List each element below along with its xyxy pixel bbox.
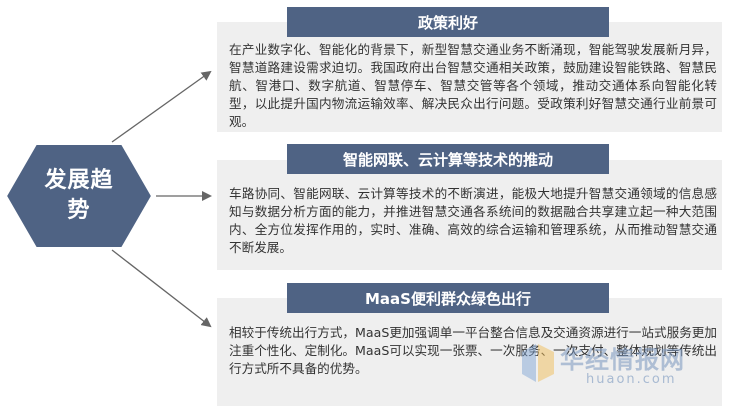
policy-body: 在产业数字化、智能化的背景下，新型智慧交通业务不断涌现，智能驾驶发展新月异，智慧… (229, 42, 717, 129)
maas-body: 相较于传统出行方式，MaaS更加强调单一平台整合信息及交通资源进行一站式服务更加… (229, 325, 717, 376)
hexagon-shape (4, 143, 154, 249)
maas-title: MaaS便利群众绿色出行 (287, 283, 609, 313)
arrow-to-policy (111, 70, 212, 143)
policy-title: 政策利好 (287, 7, 609, 37)
watermark-url: huaon.com (586, 372, 677, 387)
watermark-brand: 华经情报网 (560, 346, 685, 374)
tech-body: 车路协同、智能网联、云计算等技术的不断演进，能极大地提升智慧交通领域的信息感知与… (229, 186, 717, 255)
watermark: 华经情报网 huaon.com (520, 338, 720, 394)
policy-panel (217, 22, 722, 132)
center-label: 发展趋势 (44, 168, 114, 223)
tech-panel (217, 160, 722, 270)
maas-panel (217, 298, 722, 406)
center-hexagon: 发展趋势 (4, 142, 154, 250)
watermark-logo-icon (522, 344, 554, 382)
arrow-to-maas (111, 249, 212, 328)
tech-title: 智能网联、云计算等技术的推动 (287, 144, 609, 174)
